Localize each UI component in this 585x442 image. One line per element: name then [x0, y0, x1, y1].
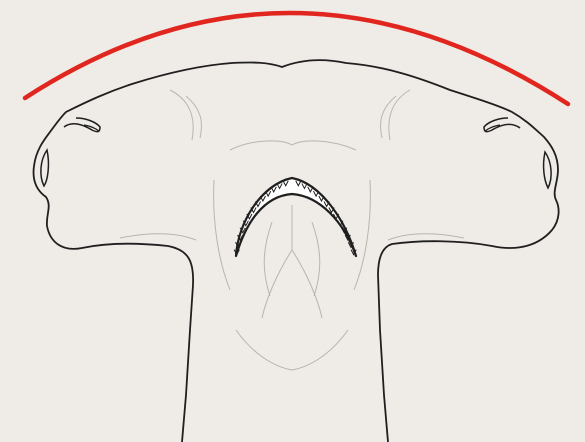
- left-nostril-groove: [64, 118, 100, 132]
- cephalofoil-width-curve: [25, 13, 568, 104]
- faint-skin-detail: [120, 90, 464, 370]
- right-eye-lobe: [544, 152, 552, 188]
- head-outline: [34, 60, 559, 442]
- left-eye-lobe: [41, 150, 49, 186]
- mouth-outline: [236, 178, 356, 256]
- right-nostril-groove: [484, 118, 520, 132]
- mouth: [234, 178, 356, 256]
